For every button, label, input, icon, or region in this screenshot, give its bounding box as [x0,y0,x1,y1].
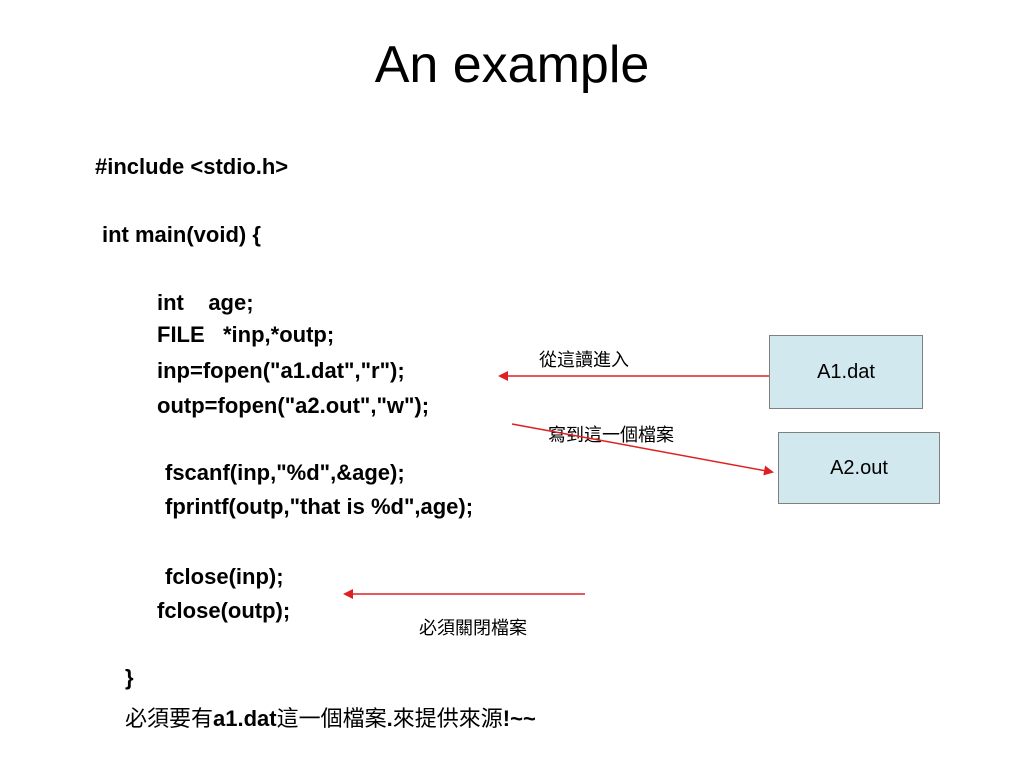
code-outp-open: outp=fopen("a2.out","w"); [157,393,430,418]
a1-dat-box: A1.dat [769,335,923,409]
slide-title: An example [374,36,650,94]
bottom-note-part3: 這一個檔案 [276,707,387,732]
code-main-decl: int main(void) { [102,222,261,247]
note-must-close: 必須關閉檔案 [419,618,527,639]
code-fscanf: fscanf(inp,"%d",&age); [165,460,405,485]
code-int-decl: int age; [157,290,254,315]
a2-out-box: A2.out [778,432,940,504]
bottom-note-tail: !~~ [502,706,536,731]
bottom-note-period: . [386,706,393,731]
bottom-note-part1: 必須要有 [125,707,214,732]
note-write-to-file: 寫到這一個檔案 [548,425,674,446]
bottom-note-part5: 來提供來源 [392,707,503,732]
code-file-decl: FILE *inp,*outp; [157,322,335,347]
a2-out-label: A2.out [830,456,888,479]
code-fprintf: fprintf(outp,"that is %d",age); [165,494,474,519]
code-fclose-inp: fclose(inp); [165,564,284,589]
code-closing-brace: } [125,665,134,690]
code-fclose-outp: fclose(outp); [157,598,291,623]
a1-dat-label: A1.dat [817,360,875,383]
bottom-note: 必須要有a1.dat這一個檔案.來提供來源!~~ [125,701,536,733]
bottom-note-filename: a1.dat [213,706,277,731]
code-inp-open: inp=fopen("a1.dat","r"); [157,358,405,383]
code-include: #include <stdio.h> [95,154,289,179]
note-enter-from-here: 從這讀進入 [539,350,629,371]
